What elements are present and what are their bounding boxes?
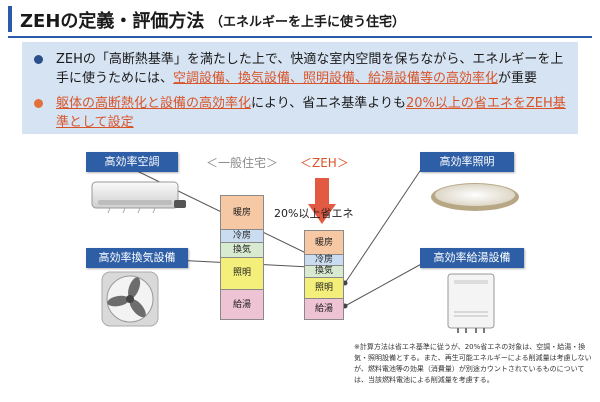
header-general-house: ＜一般住宅＞ bbox=[206, 156, 279, 170]
segment-ventilation: 換気 bbox=[220, 242, 264, 257]
header-zeh: ＜ZEH＞ bbox=[300, 156, 349, 170]
segment-lighting: 照明 bbox=[220, 257, 264, 289]
segment-heating: 暖房 bbox=[304, 230, 344, 254]
bullet-2-emphasis-2: 20%以上の省エネをZEH基準として設定 bbox=[56, 96, 566, 130]
title-bar: ZEHの定義・評価方法 （エネルギーを上手に使う住宅） bbox=[8, 6, 592, 38]
footnote: ※計算方法は省エネ基準に従うが、20%省エネの対象は、空調・給湯・換気・照明設備… bbox=[354, 343, 592, 384]
segment-cooling: 冷房 bbox=[220, 229, 264, 242]
bar-general-house: 暖房 冷房 換気 照明 給湯 bbox=[220, 195, 264, 320]
segment-heating: 暖房 bbox=[220, 195, 264, 229]
label-lighting: 高効率照明 bbox=[420, 152, 514, 172]
bullet-dot-icon bbox=[34, 55, 43, 64]
saving-label: 20%以上省エネ bbox=[274, 207, 354, 220]
connector-lighting bbox=[344, 167, 423, 284]
label-ventilation: 高効率換気設備 bbox=[86, 248, 188, 268]
air-conditioner-icon bbox=[91, 181, 186, 214]
segment-hot-water: 給湯 bbox=[304, 298, 344, 320]
bullet-1-pre: ZEHの「高断熱基準」を満たした上で、快適な室内空間を保ちながら、エネルギーを上… bbox=[56, 52, 564, 86]
bullet-1-post: が重要 bbox=[498, 71, 538, 86]
segment-ventilation: 換気 bbox=[304, 265, 344, 277]
bullet-2-mid: により、省エネ基準よりも bbox=[251, 96, 406, 111]
label-hvac: 高効率空調 bbox=[86, 152, 178, 172]
down-arrow-icon bbox=[308, 178, 336, 224]
page-subtitle: （エネルギーを上手に使う住宅） bbox=[210, 15, 406, 30]
connector-water-heater bbox=[344, 261, 426, 307]
bullet-2-emphasis-1: 躯体の高断熱化と設備の高効率化 bbox=[56, 96, 252, 111]
page-title: ZEHの定義・評価方法 bbox=[20, 11, 205, 32]
bullet-2-text: 躯体の高断熱化と設備の高効率化により、省エネ基準よりも20%以上の省エネをZEH… bbox=[56, 94, 571, 132]
bullet-1-emphasis: 空調設備、換気設備、照明設備、給湯設備等の高効率化 bbox=[173, 71, 499, 86]
ceiling-light-icon bbox=[431, 183, 519, 211]
bar-zeh: 暖房 冷房 換気 照明 給湯 bbox=[304, 230, 344, 320]
title-divider bbox=[8, 36, 592, 38]
segment-cooling: 冷房 bbox=[304, 254, 344, 265]
title-accent bbox=[8, 6, 12, 32]
info-box: ZEHの「高断熱基準」を満たした上で、快適な室内空間を保ちながら、エネルギーを上… bbox=[22, 42, 578, 134]
water-heater-icon bbox=[447, 273, 495, 333]
segment-hot-water: 給湯 bbox=[220, 289, 264, 320]
segment-lighting: 照明 bbox=[304, 277, 344, 298]
bullet-dot-icon bbox=[34, 99, 43, 108]
ventilation-fan-icon bbox=[101, 271, 159, 327]
label-water-heater: 高効率給湯設備 bbox=[420, 248, 524, 268]
bullet-1-text: ZEHの「高断熱基準」を満たした上で、快適な室内空間を保ちながら、エネルギーを上… bbox=[56, 50, 571, 88]
